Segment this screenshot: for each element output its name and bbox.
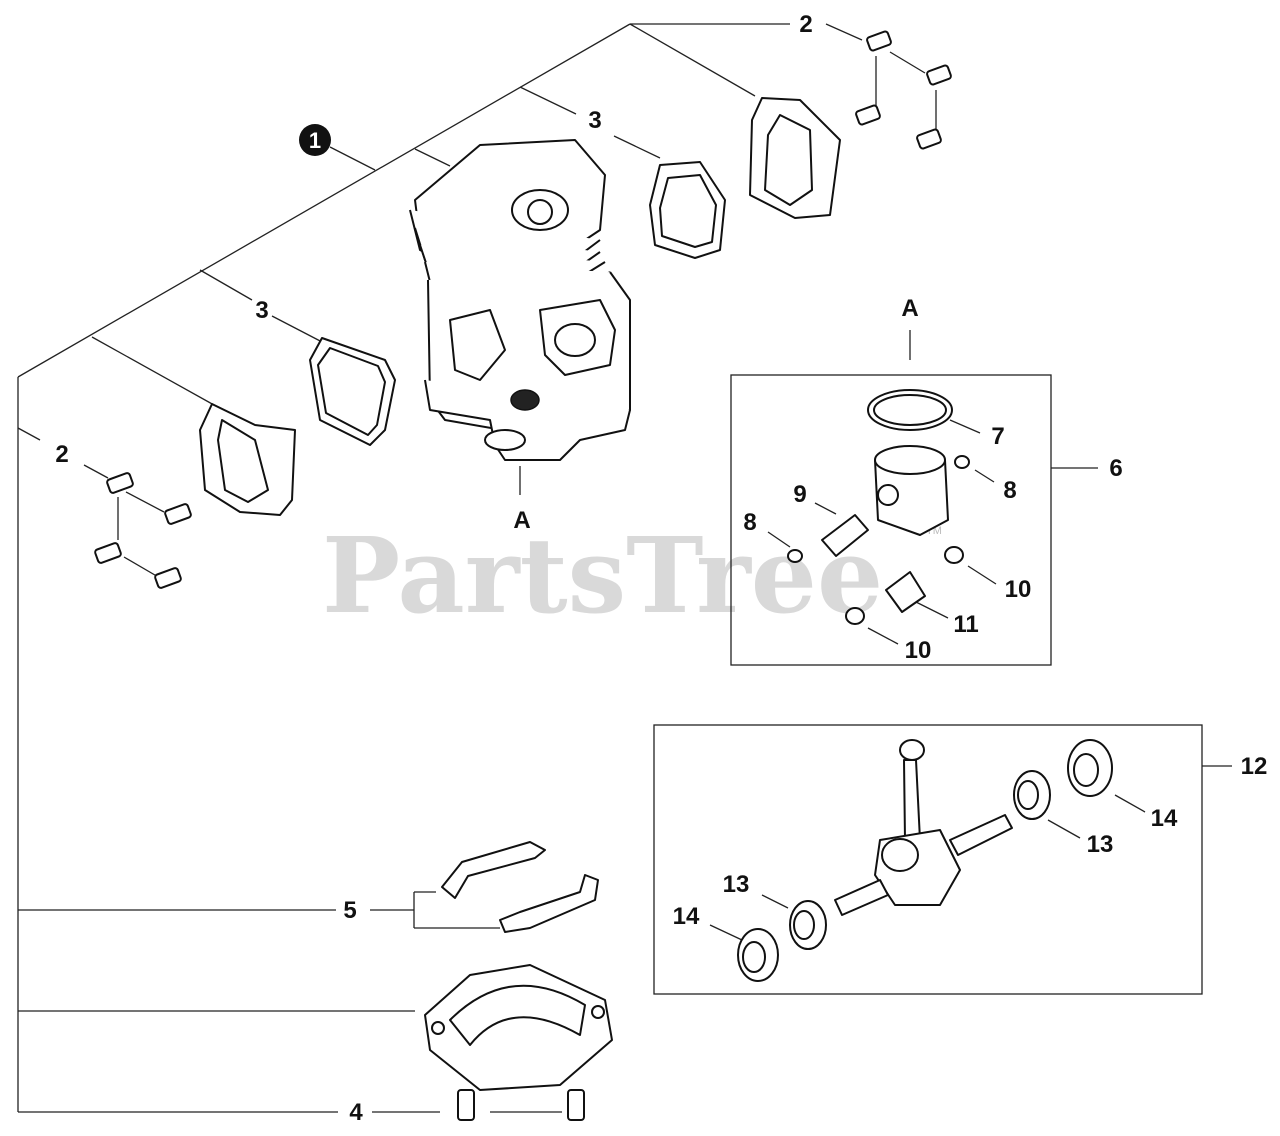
piston-pin-illustration <box>821 514 869 557</box>
cylinder-illustration <box>409 139 631 461</box>
callout-13-right: 13 <box>1087 831 1114 858</box>
crankshaft-illustration <box>834 739 1013 916</box>
washer-upper <box>944 546 964 564</box>
crankcase-screw-left <box>457 1089 475 1121</box>
callout-13-left: 13 <box>723 871 750 898</box>
callout-8-right: 8 <box>1003 477 1016 504</box>
gasket-left-inner <box>317 347 386 436</box>
circlip-left <box>787 549 803 563</box>
callout-3-left: 3 <box>255 297 268 324</box>
crankcase-screw-right <box>567 1089 585 1121</box>
section-mark-a-top: A <box>901 295 918 322</box>
callout-7: 7 <box>991 423 1004 450</box>
crankshaft-kit-box <box>653 724 1203 995</box>
screws-left <box>94 472 192 589</box>
callout-3-top: 3 <box>588 107 601 134</box>
leader-lines <box>17 23 937 1113</box>
callout-4: 4 <box>349 1099 363 1126</box>
needle-bearing-illustration <box>885 571 926 613</box>
washer-lower <box>845 607 865 625</box>
callout-9: 9 <box>793 481 806 508</box>
callout-2-left: 2 <box>55 441 68 468</box>
callout-14-right: 14 <box>1151 805 1178 832</box>
clamp-upper-illustration <box>441 841 546 899</box>
callout-10-lower: 10 <box>905 637 932 664</box>
crankcase-illustration <box>424 964 613 1091</box>
callout-6: 6 <box>1109 455 1122 482</box>
callout-11: 11 <box>953 611 978 638</box>
callout-5: 5 <box>343 897 356 924</box>
section-mark-a-cylinder: A <box>513 507 530 534</box>
watermark: PartsTree <box>322 514 883 637</box>
callout-12: 12 <box>1241 753 1268 780</box>
callout-1-badge <box>299 124 331 156</box>
callout-14-left: 14 <box>673 903 700 930</box>
circlip-right <box>954 455 970 469</box>
callout-2-top: 2 <box>799 11 812 38</box>
callout-8-left: 8 <box>743 509 756 536</box>
callout-1: 1 <box>309 128 321 153</box>
piston-kit-box <box>730 374 1052 666</box>
clamp-lower-illustration <box>499 874 599 933</box>
screws-top-right <box>855 30 952 150</box>
callout-10-upper: 10 <box>1005 576 1032 603</box>
gasket-right-inner <box>659 174 717 248</box>
